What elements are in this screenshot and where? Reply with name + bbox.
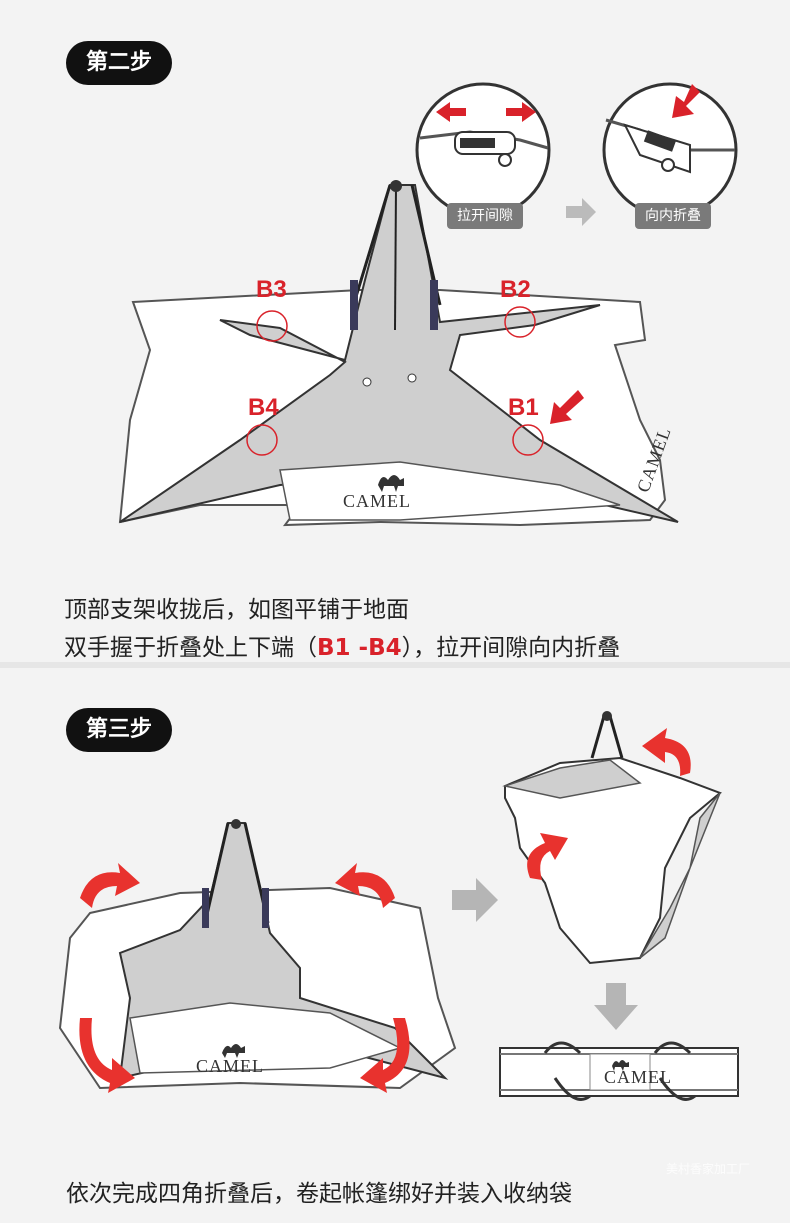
detail-fold-inward [602, 82, 738, 218]
camel-logo-left-icon [222, 1044, 245, 1058]
caption-line2-suffix: ），拉开间隙向内折叠 [401, 635, 621, 661]
caption-line2-prefix: 双手握于折叠处上下端（ [64, 635, 317, 661]
marker-b4-circle [246, 424, 278, 456]
camel-logo-icon [378, 475, 404, 492]
marker-b3-circle [256, 310, 288, 342]
detail-fold-inward-label: 向内折叠 [635, 203, 711, 229]
step2-badge: 第二步 [66, 41, 173, 85]
brand-logo-left: CAMEL [196, 1056, 264, 1076]
label-b3: B3 [256, 276, 287, 303]
caption-line2-highlight: B1 -B4 [317, 635, 402, 661]
storage-bag: CAMEL [499, 1041, 739, 1101]
label-b1: B1 [508, 394, 539, 421]
step2-caption-line1: 顶部支架收拢后，如图平铺于地面 [64, 597, 409, 623]
step3-illustration: CAMEL CAMEL [58, 711, 739, 1101]
curl-arrow-top-right-icon [335, 863, 395, 908]
label-b4: B4 [248, 394, 279, 421]
step3-caption: 依次完成四角折叠后，卷起帐篷绑好并装入收纳袋 [66, 1181, 572, 1207]
step2-illustration: B3 B2 B4 B1 CAMEL CAMEL [118, 82, 738, 527]
arrow-right-icon [506, 102, 536, 122]
curl-arrow-bottom-left-icon [79, 1018, 135, 1093]
section-divider [0, 662, 790, 668]
marker-b2-circle [504, 306, 536, 338]
step3-badge: 第三步 [66, 708, 173, 752]
step3-section: 第三步 CAMEL [0, 668, 790, 1223]
brand-logo-bag: CAMEL [604, 1067, 672, 1087]
arrow-left-icon [436, 102, 466, 122]
step2-section: 第二步 [64, 41, 738, 661]
arrow-b1-icon [550, 390, 584, 424]
curl-arrow-bottom-right-icon [360, 1018, 410, 1093]
label-b2: B2 [500, 276, 531, 303]
curl-arrow-folded-mid-icon [527, 833, 568, 880]
brand-logo-text: CAMEL [343, 491, 411, 511]
process-arrow-down-icon [594, 983, 638, 1030]
marker-b1-circle [512, 424, 544, 456]
process-arrow-icon [566, 198, 596, 226]
arrow-down-left-icon [672, 84, 700, 118]
watermark: 美村香家加工厂 [665, 1162, 750, 1176]
detail-open-gap [415, 82, 551, 218]
tent-folded-body [504, 756, 722, 965]
process-arrow-right-icon [452, 878, 498, 922]
curl-arrow-folded-top-icon [642, 728, 691, 776]
curl-arrow-top-left-icon [80, 863, 140, 908]
detail-open-gap-label: 拉开间隙 [447, 203, 523, 229]
camel-logo-bag-icon [612, 1060, 629, 1071]
step2-caption-line2: 双手握于折叠处上下端（B1 -B4），拉开间隙向内折叠 [64, 630, 620, 666]
